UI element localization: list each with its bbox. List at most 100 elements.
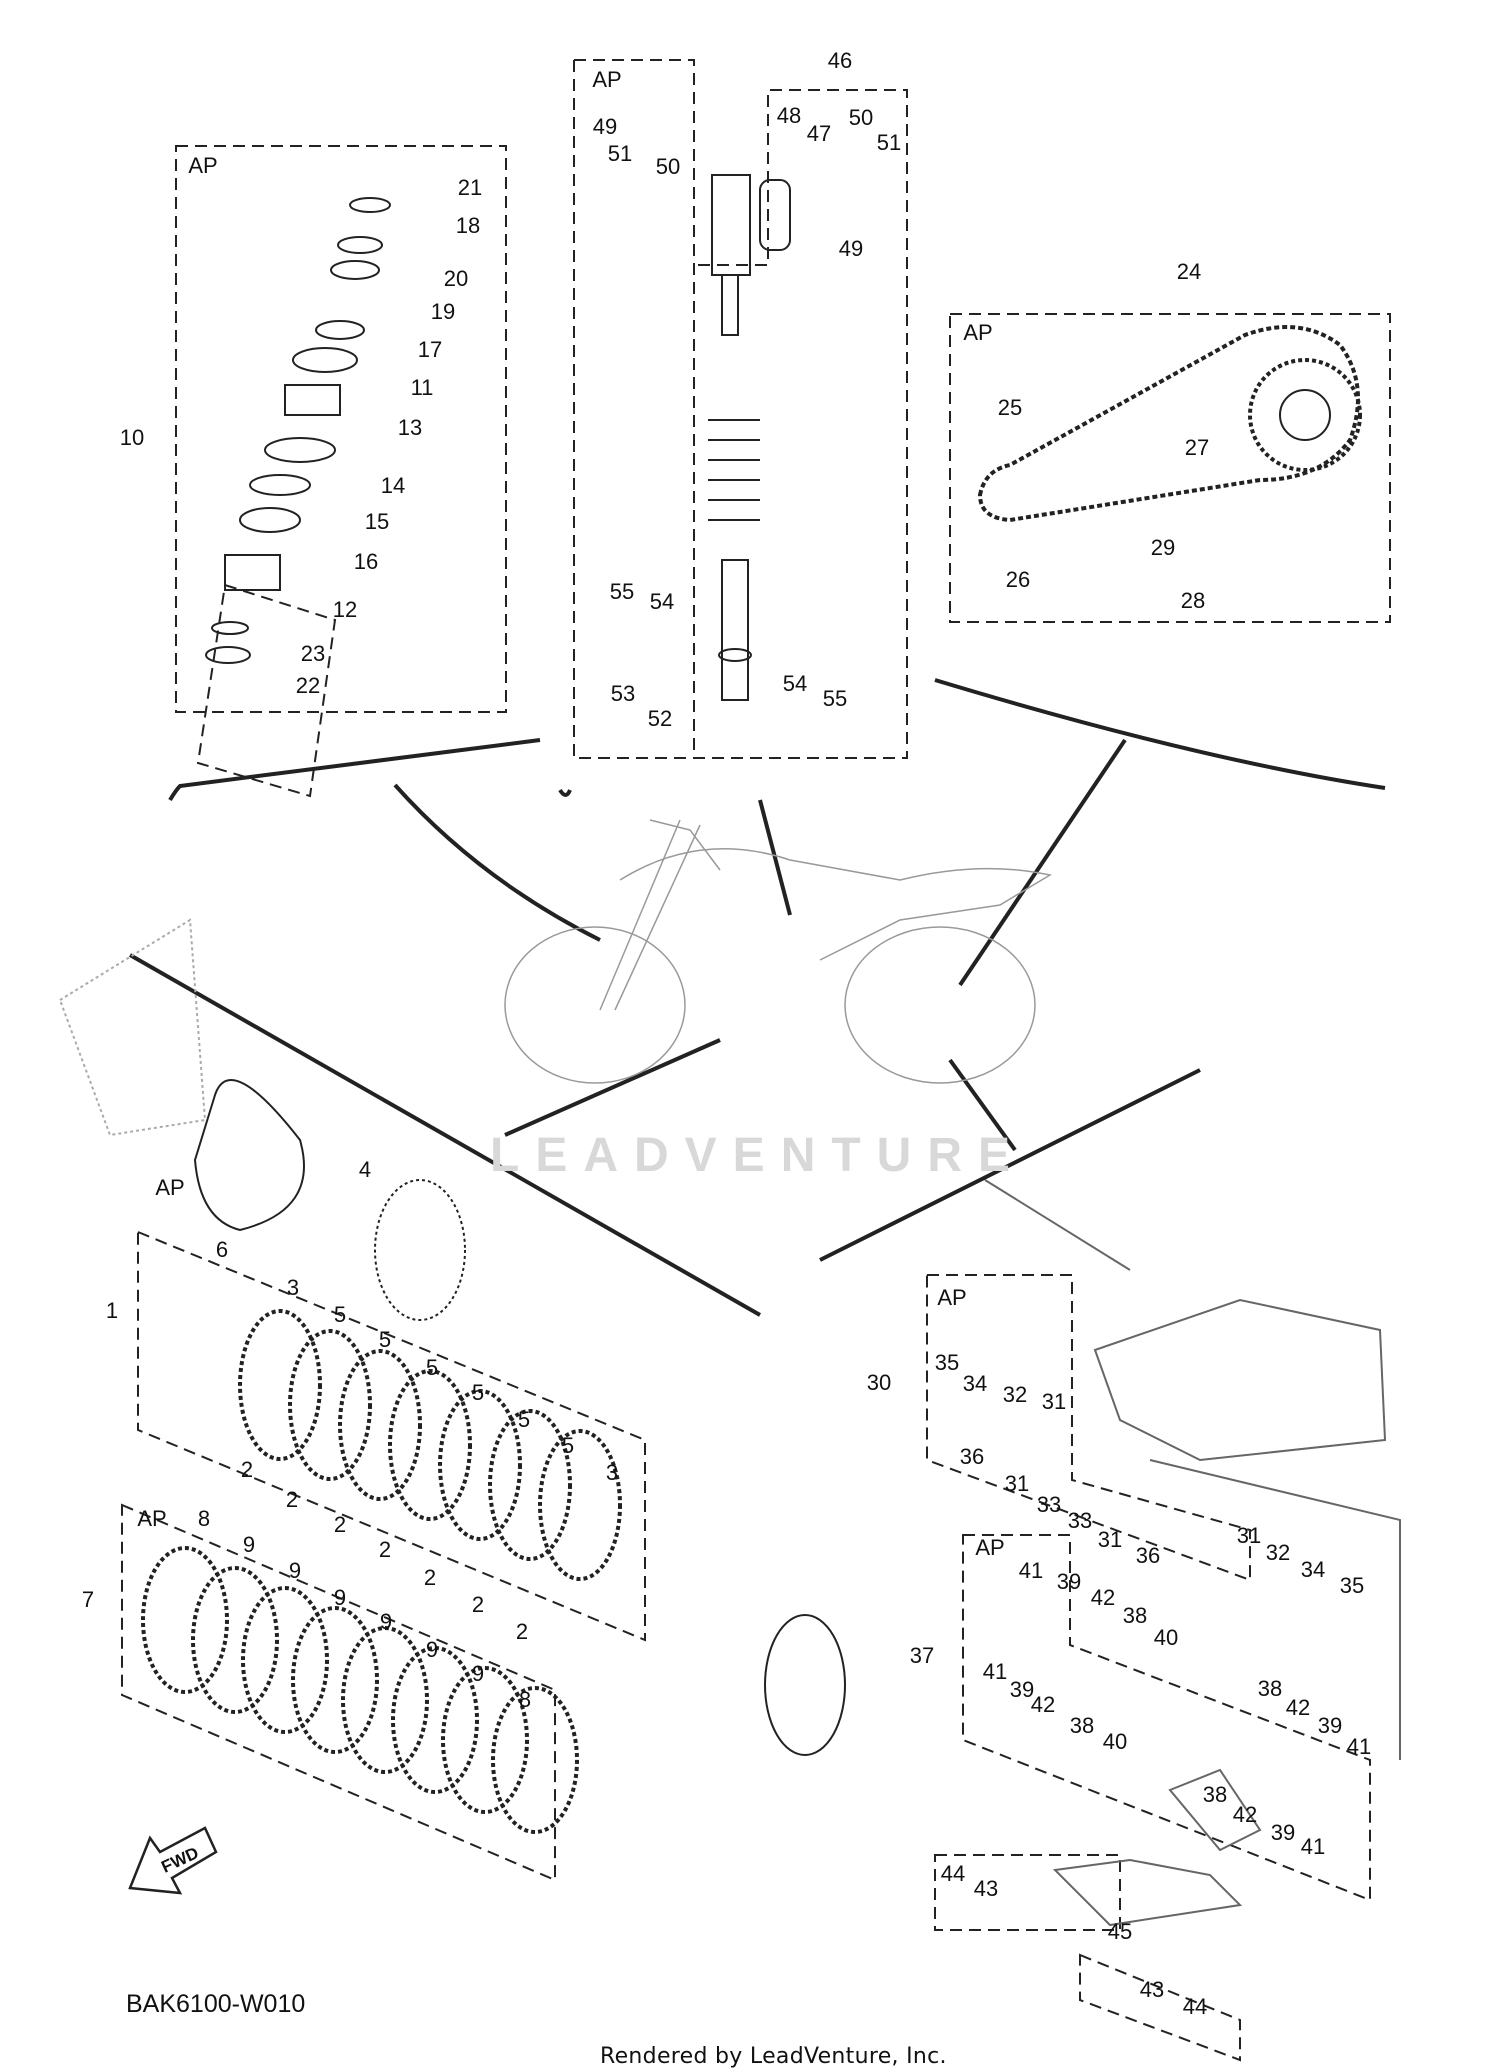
relay-arm-group-box <box>962 1534 1371 1902</box>
callout-41: 41 <box>1300 1834 1326 1859</box>
watermark: LEADVENTURE <box>490 1129 1027 1182</box>
callout-5: 5 <box>517 1407 531 1432</box>
callout-31: 31 <box>1236 1523 1262 1548</box>
callout-2: 2 <box>378 1537 392 1562</box>
shock-absorber <box>708 174 791 701</box>
callout-36: 36 <box>959 1444 985 1469</box>
callout-2: 2 <box>471 1592 485 1617</box>
clutch-cover <box>58 918 846 1756</box>
friction-plate-group-box <box>121 1503 556 1882</box>
callout-6: 6 <box>215 1237 229 1262</box>
callout-35: 35 <box>934 1350 960 1375</box>
callout-41: 41 <box>982 1659 1008 1684</box>
callout-31: 31 <box>1041 1389 1067 1414</box>
callout-40: 40 <box>1153 1625 1179 1650</box>
rod-collar-group-box <box>1079 1953 1241 2062</box>
callout-18: 18 <box>455 213 481 238</box>
callout-13: 13 <box>397 415 423 440</box>
callout-53: 53 <box>610 681 636 706</box>
callout-31: 31 <box>1004 1471 1030 1496</box>
callout-43: 43 <box>973 1876 999 1901</box>
clutch-plate-group-box <box>137 1230 646 1642</box>
callout-45: 45 <box>1107 1919 1133 1944</box>
ap-label-plates: AP <box>137 1506 167 1531</box>
steering-bearing-parts <box>205 197 391 664</box>
leader-lines <box>129 678 1386 1317</box>
callout-47: 47 <box>806 121 832 146</box>
callout-21: 21 <box>457 175 483 200</box>
callout-9: 9 <box>471 1661 485 1686</box>
callout-42: 42 <box>1090 1585 1116 1610</box>
shock-group-box <box>574 59 908 759</box>
swingarm-linkage <box>984 1179 1401 1927</box>
callout-30: 30 <box>866 1370 892 1395</box>
callout-17: 17 <box>417 337 443 362</box>
callout-38: 38 <box>1122 1603 1148 1628</box>
callout-9: 9 <box>333 1585 347 1610</box>
callout-36: 36 <box>1135 1543 1161 1568</box>
callout-25: 25 <box>997 395 1023 420</box>
callout-49: 49 <box>592 114 618 139</box>
callout-24: 24 <box>1176 259 1202 284</box>
gasket-group-box <box>196 583 337 798</box>
callout-46: 46 <box>827 48 853 73</box>
clutch-plates <box>238 1309 622 1581</box>
callout-50: 50 <box>848 105 874 130</box>
diagram-code: BAK6100-W010 <box>126 1990 306 2018</box>
callout-54: 54 <box>782 671 808 696</box>
callout-48: 48 <box>776 103 802 128</box>
drive-chain-group-box <box>949 313 1391 623</box>
callout-44: 44 <box>1182 1994 1208 2019</box>
callout-20: 20 <box>443 266 469 291</box>
callout-19: 19 <box>430 299 456 324</box>
callout-33: 33 <box>1067 1508 1093 1533</box>
callout-55: 55 <box>822 686 848 711</box>
callout-43: 43 <box>1139 1977 1165 2002</box>
callout-5: 5 <box>425 1355 439 1380</box>
callout-39: 39 <box>1270 1820 1296 1845</box>
callout-23: 23 <box>300 641 326 666</box>
callout-40: 40 <box>1102 1729 1128 1754</box>
fwd-label: FWD <box>158 1843 202 1877</box>
callout-2: 2 <box>285 1487 299 1512</box>
callout-3: 3 <box>286 1275 300 1300</box>
ap-label-shock: AP <box>592 67 622 92</box>
callout-5: 5 <box>471 1380 485 1405</box>
callout-9: 9 <box>379 1609 393 1634</box>
callout-39: 39 <box>1009 1677 1035 1702</box>
callout-8: 8 <box>518 1687 532 1712</box>
callout-10: 10 <box>119 425 145 450</box>
callout-51: 51 <box>607 141 633 166</box>
ap-label-gasket: AP <box>155 1175 185 1200</box>
callout-34: 34 <box>962 1371 988 1396</box>
callout-54: 54 <box>649 589 675 614</box>
callout-12: 12 <box>332 597 358 622</box>
callout-5: 5 <box>561 1433 575 1458</box>
callout-2: 2 <box>240 1457 254 1482</box>
callout-38: 38 <box>1202 1782 1228 1807</box>
callout-32: 32 <box>1002 1382 1028 1407</box>
group-boxes <box>121 59 1391 2062</box>
ap-label-swingarm: AP <box>937 1285 967 1310</box>
callout-44: 44 <box>940 1861 966 1886</box>
callout-39: 39 <box>1317 1713 1343 1738</box>
callout-26: 26 <box>1005 567 1031 592</box>
callout-38: 38 <box>1257 1676 1283 1701</box>
callout-41: 41 <box>1018 1558 1044 1583</box>
callout-50: 50 <box>655 154 681 179</box>
callout-5: 5 <box>378 1327 392 1352</box>
callout-32: 32 <box>1265 1540 1291 1565</box>
motorcycle-outline <box>504 819 1053 1084</box>
callout-42: 42 <box>1285 1695 1311 1720</box>
callout-28: 28 <box>1180 588 1206 613</box>
ap-label-chain: AP <box>963 320 993 345</box>
footer-credit: Rendered by LeadVenture, Inc. <box>600 2044 947 2069</box>
callout-7: 7 <box>81 1587 95 1612</box>
ap-label-relay: AP <box>975 1535 1005 1560</box>
callout-9: 9 <box>242 1532 256 1557</box>
callout-5: 5 <box>333 1302 347 1327</box>
pivot-collar-group-box <box>934 1854 1121 1931</box>
callout-55: 55 <box>609 579 635 604</box>
drive-chain <box>977 325 1362 523</box>
